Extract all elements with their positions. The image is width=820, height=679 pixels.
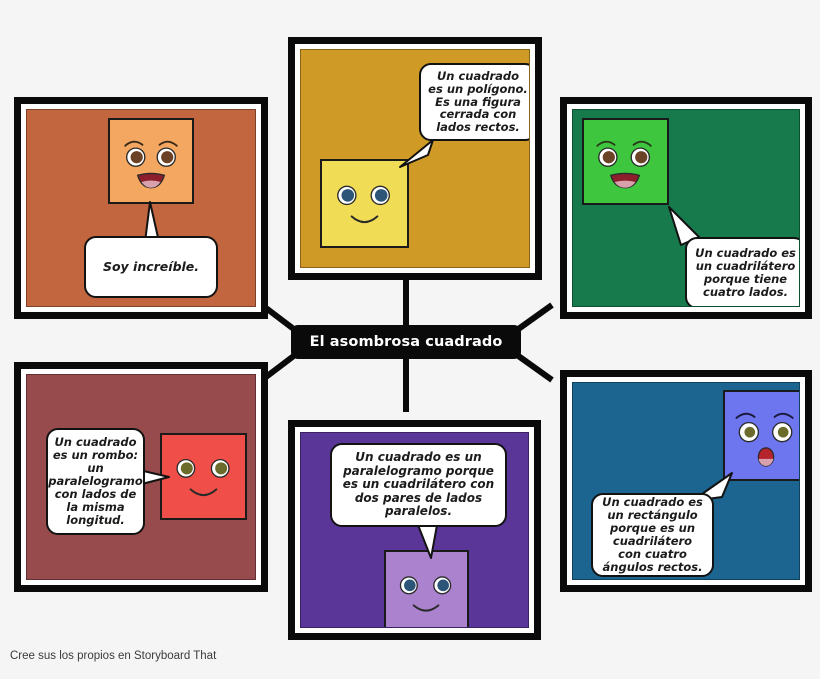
panel-top-middle[interactable]: Un cuadrado es un polígono. Es una figur… — [288, 37, 542, 280]
panel-top-middle-scene: Un cuadrado es un polígono. Es una figur… — [300, 49, 530, 268]
face-smile-simple — [337, 185, 390, 224]
speech-bubble-bottom-right[interactable]: Un cuadrado es un rectángulo porque es u… — [591, 493, 714, 577]
character-square-purple[interactable] — [384, 550, 469, 627]
speech-bubble-bottom-left[interactable]: Un cuadrado es un rombo: un paralelogram… — [46, 428, 145, 535]
face-surprised — [735, 412, 794, 467]
panel-bottom-middle-scene: Un cuadrado es un paralelogramo porque e… — [300, 432, 529, 628]
speech-tail-bottom-middle — [413, 523, 443, 561]
face-smile-simple — [399, 576, 452, 612]
panel-bottom-right-scene: Un cuadrado es un rectángulo porque es u… — [572, 382, 800, 580]
character-square-blue[interactable] — [723, 390, 799, 481]
face-happy-open — [124, 140, 178, 189]
center-title-banner[interactable]: El asombrosa cuadrado — [291, 325, 521, 359]
panel-bottom-middle[interactable]: Un cuadrado es un paralelogramo porque e… — [288, 420, 541, 640]
character-square-yellow[interactable] — [320, 159, 409, 248]
speech-bubble-top-middle[interactable]: Un cuadrado es un polígono. Es una figur… — [419, 63, 529, 141]
speech-tail-top-middle — [397, 138, 437, 170]
speech-bubble-top-right[interactable]: Un cuadrado es un cuadrilátero porque ti… — [685, 237, 799, 306]
center-title-text: El asombrosa cuadrado — [309, 334, 503, 350]
face-smile-simple — [176, 458, 230, 497]
panel-bottom-left[interactable]: Un cuadrado es un rombo: un paralelogram… — [14, 362, 268, 592]
character-square-red[interactable] — [160, 433, 247, 520]
panel-bottom-right[interactable]: Un cuadrado es un rectángulo porque es u… — [560, 370, 812, 592]
panel-top-left-scene: Soy increíble. — [26, 109, 256, 307]
panel-bottom-left-scene: Un cuadrado es un rombo: un paralelogram… — [26, 374, 256, 580]
panel-top-right[interactable]: Un cuadrado es un cuadrilátero porque ti… — [560, 97, 812, 319]
character-square-green[interactable] — [582, 118, 669, 205]
speech-bubble-bottom-middle[interactable]: Un cuadrado es un paralelogramo porque e… — [330, 443, 507, 527]
speech-bubble-top-left[interactable]: Soy increíble. — [84, 236, 218, 298]
panel-top-right-scene: Un cuadrado es un cuadrilátero porque ti… — [572, 109, 800, 307]
character-square-orange[interactable] — [108, 118, 194, 204]
footer-text: Cree sus los propios en Storyboard That — [10, 650, 217, 662]
footer-attribution: Cree sus los propios en Storyboard That — [10, 650, 216, 662]
panel-top-left[interactable]: Soy increíble. — [14, 97, 268, 319]
face-happy-open — [596, 140, 652, 189]
